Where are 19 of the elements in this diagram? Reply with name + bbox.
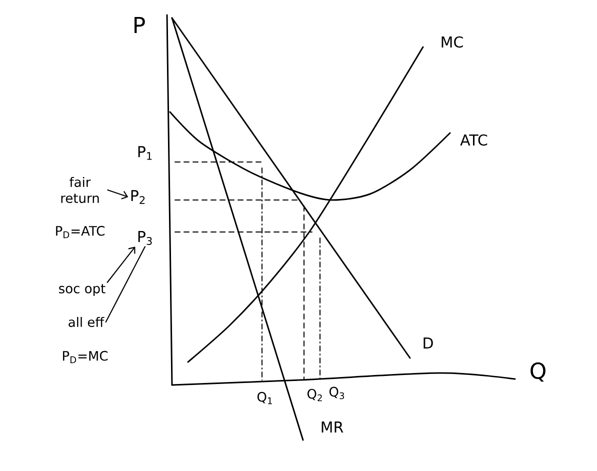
curve-label: MC — [442, 36, 463, 48]
annotation-text: fair return — [61, 176, 99, 204]
annotation-text: all eff — [68, 316, 104, 328]
arrow — [107, 189, 128, 200]
curve-label: D — [424, 338, 433, 348]
curve-label: MR — [322, 422, 344, 432]
price-label: P$_{2}$ — [131, 190, 145, 204]
axis-label: P — [134, 16, 145, 34]
quantity-label: Q$_{1}$ — [257, 392, 272, 404]
annotation-text: P$_{D}$=MC — [63, 350, 108, 364]
annotation-text: P$_{D}$=ATC — [56, 226, 104, 238]
price-label: P$_{1}$ — [138, 146, 152, 160]
annotation-text: soc opt — [59, 284, 106, 296]
price-label: P$_{3}$ — [138, 231, 152, 245]
arrow — [106, 246, 136, 283]
quantity-label: Q$_{3}$ — [329, 386, 344, 400]
curve-label: ATC — [460, 134, 488, 146]
quantity-label: Q$_{2}$ — [307, 388, 322, 402]
axis-label: Q — [530, 362, 546, 382]
